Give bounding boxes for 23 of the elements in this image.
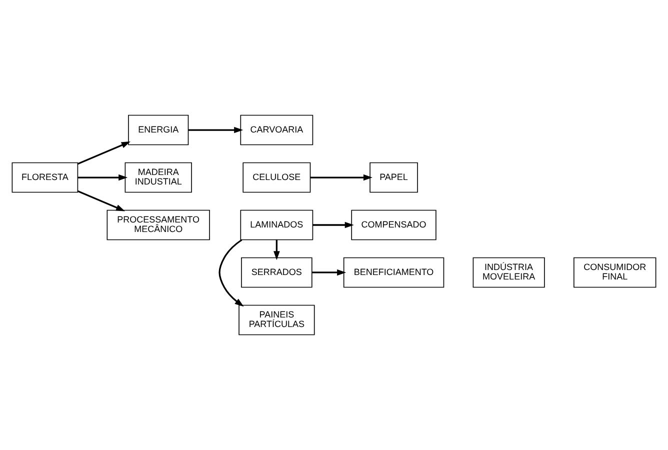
node-box: INDÚSTRIA MOVELEIRA	[472, 257, 545, 288]
node-box: PAPEL	[370, 162, 418, 193]
arrow	[77, 142, 130, 165]
node-box: CARVOARIA	[240, 114, 314, 146]
node-box: CELULOSE	[242, 162, 311, 193]
node-box: SERRADOS	[241, 257, 312, 288]
node-box: MADEIRA INDUSTIAL	[124, 162, 192, 193]
arrow	[312, 269, 346, 276]
arrow	[310, 174, 372, 181]
arrow	[78, 174, 128, 181]
node-box: PROCESSAMENTO MECÂNICO	[106, 210, 210, 240]
node-box: PAINEIS PARTÍCULAS	[238, 304, 315, 336]
arrow	[312, 222, 354, 228]
node-box: COMPENSADO	[351, 210, 436, 240]
arrow	[77, 190, 126, 212]
node-box: FLORESTA	[12, 162, 78, 193]
arrow	[188, 126, 244, 134]
node-box: ENERGIA	[128, 114, 189, 146]
arrow	[218, 239, 244, 307]
node-box: BENEFICIAMENTO	[343, 257, 444, 288]
node-box: CONSUMIDOR FINAL	[574, 257, 656, 288]
arrow	[274, 240, 280, 260]
node-box: LAMINADOS	[240, 210, 314, 240]
